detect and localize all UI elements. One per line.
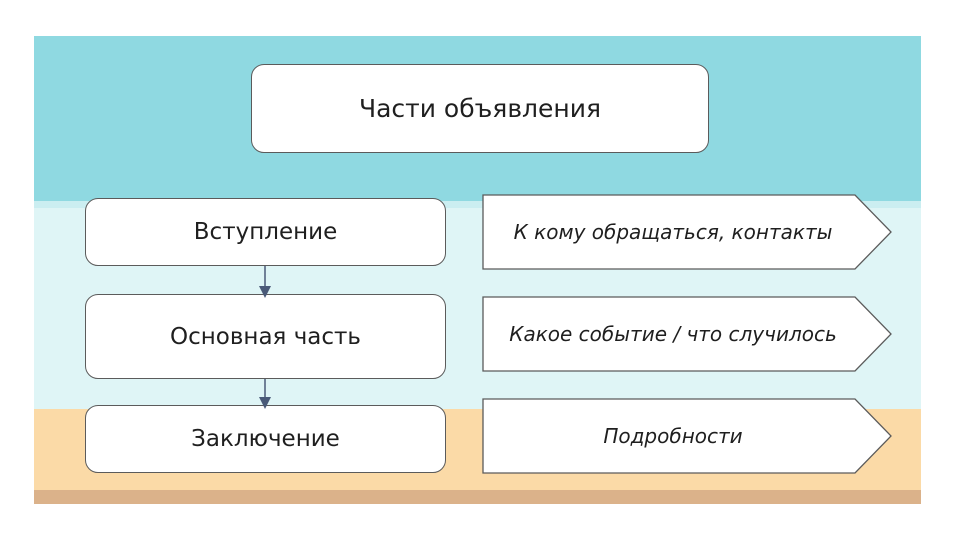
note-event-text: Какое событие / что случилось: [509, 322, 837, 346]
step-intro-label: Вступление: [193, 219, 338, 245]
step-conclusion-label: Заключение: [191, 426, 340, 452]
step-intro-box: Вступление: [85, 198, 446, 266]
note-event: Какое событие / что случилось: [483, 297, 863, 371]
step-main-label: Основная часть: [170, 323, 361, 350]
note-details-text: Подробности: [603, 424, 743, 448]
step-conclusion-box: Заключение: [85, 405, 446, 473]
diagram-title: Части объявления: [251, 64, 709, 153]
base-strip: [34, 490, 921, 504]
note-arrow-shape-1: [482, 194, 892, 270]
note-details: Подробности: [483, 399, 863, 473]
diagram-title-text: Части объявления: [358, 94, 602, 123]
note-arrow-shape-2: [482, 296, 892, 372]
note-contacts-text: К кому обращаться, контакты: [513, 220, 833, 244]
note-contacts: К кому обращаться, контакты: [483, 195, 863, 269]
note-arrow-shape-3: [482, 398, 892, 474]
